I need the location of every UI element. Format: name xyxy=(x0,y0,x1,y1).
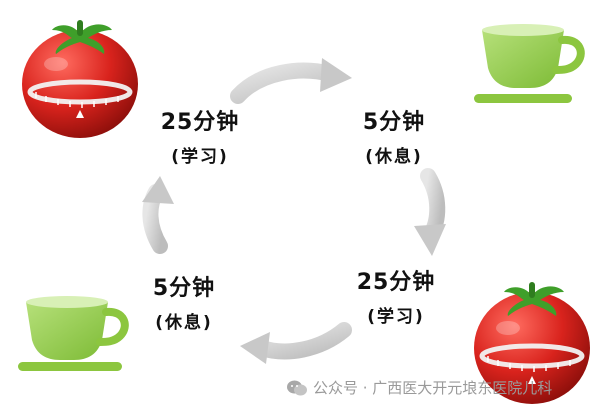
step-activity: (学习) xyxy=(171,147,229,167)
watermark-text: 公众号 · 广西医大开元埌东医院儿科 xyxy=(313,379,553,397)
step-duration: 25分钟 xyxy=(160,110,240,135)
wechat-icon xyxy=(287,380,307,395)
arrow-bottom-left-icon xyxy=(240,322,352,364)
step-label-study-1: 25分钟 (学习) xyxy=(144,104,256,167)
arrow-right-down-icon xyxy=(414,168,446,256)
step-activity: (学习) xyxy=(367,307,425,327)
coffee-cup-icon xyxy=(18,296,129,371)
watermark: 公众号 · 广西医大开元埌东医院儿科 xyxy=(286,377,552,398)
step-duration: 5分钟 xyxy=(362,110,426,135)
arrow-left-up-icon xyxy=(142,176,174,254)
step-activity: (休息) xyxy=(155,313,213,333)
coffee-cup-icon xyxy=(474,24,585,103)
step-activity: (休息) xyxy=(365,147,423,167)
step-label-study-2: 25分钟 (学习) xyxy=(340,264,452,327)
arrow-top-right-icon xyxy=(230,58,352,104)
step-duration: 25分钟 xyxy=(356,270,436,295)
step-label-rest-1: 5分钟 (休息) xyxy=(344,104,444,167)
step-duration: 5分钟 xyxy=(152,276,216,301)
tomato-timer-icon xyxy=(22,20,138,138)
step-label-rest-2: 5分钟 (休息) xyxy=(134,270,234,333)
tomato-timer-icon xyxy=(474,282,590,404)
